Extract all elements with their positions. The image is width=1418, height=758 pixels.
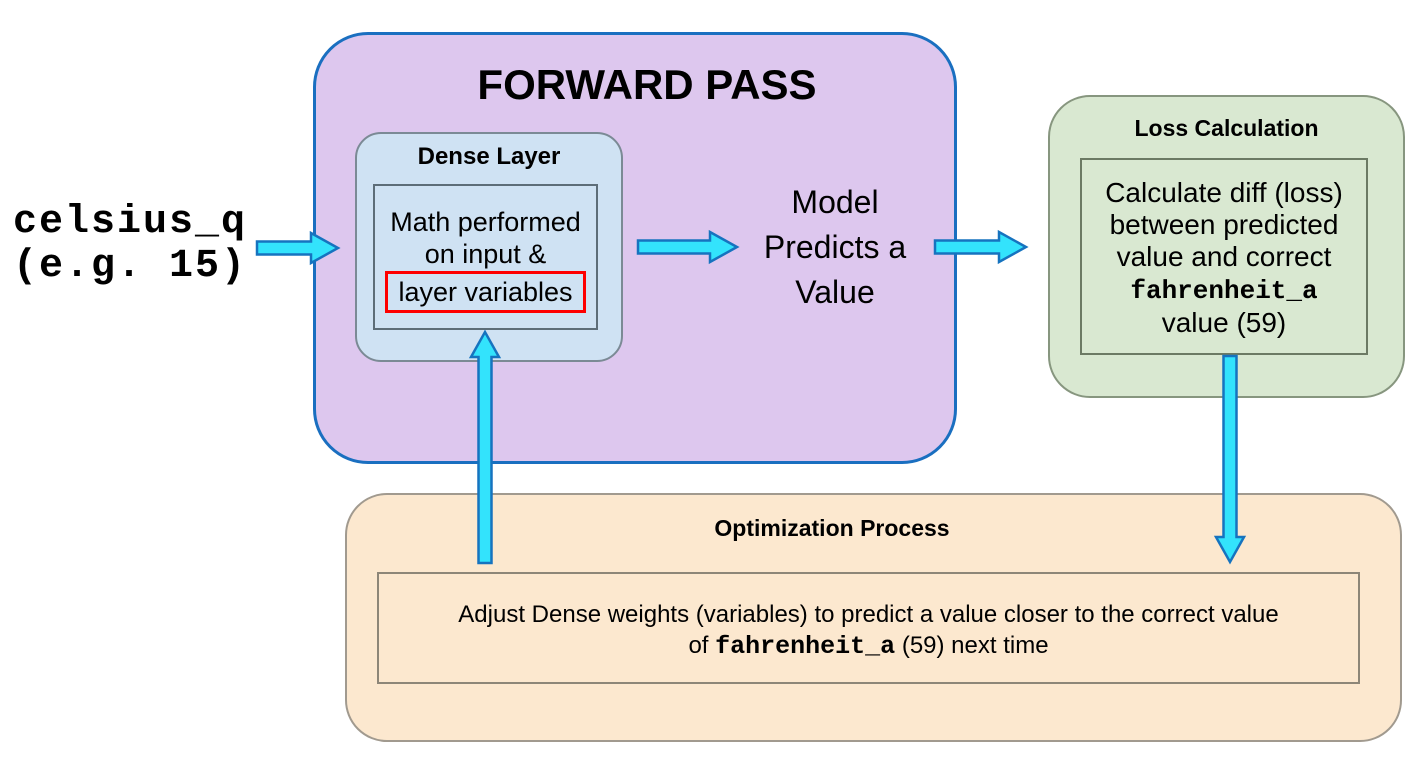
loss-line5: value (59)	[1161, 307, 1287, 338]
forward-pass-box: FORWARD PASS Dense Layer Math performed …	[313, 32, 957, 464]
dense-layer-line3: layer variables	[375, 270, 596, 313]
loss-calculation-description-box: Calculate diff (loss) between predicted …	[1080, 158, 1368, 355]
model-output-label: Model Predicts a Value	[735, 180, 935, 315]
dense-layer-title: Dense Layer	[417, 143, 561, 170]
fahrenheit-variable-code-2: fahrenheit_a	[715, 632, 896, 661]
optimization-line2-post: (59) next time	[895, 632, 1049, 659]
input-variable-example: (e.g. 15)	[12, 244, 248, 289]
optimization-description-box: Adjust Dense weights (variables) to pred…	[377, 572, 1360, 684]
dense-layer-description-box: Math performed on input & layer variable…	[373, 184, 598, 330]
model-output-line3: Value	[795, 274, 875, 310]
input-variable-name: celsius_q	[12, 200, 248, 245]
optimization-process-box: Optimization Process Adjust Dense weight…	[345, 493, 1402, 742]
dense-layer-line1: Math performed	[390, 207, 581, 237]
loss-line2: between predicted	[1109, 209, 1339, 240]
loss-line1: Calculate diff (loss)	[1105, 177, 1343, 208]
optimization-line2: of fahrenheit_a (59) next time	[379, 630, 1358, 662]
model-output-line2: Predicts a	[763, 229, 907, 265]
optimization-line1: Adjust Dense weights (variables) to pred…	[458, 601, 1279, 628]
layer-variables-highlight: layer variables	[385, 271, 586, 313]
dense-layer-line2: on input &	[424, 239, 547, 269]
fahrenheit-variable-code: fahrenheit_a	[1130, 276, 1318, 306]
optimization-line2-pre: of	[688, 632, 716, 659]
input-variable-label: celsius_q (e.g. 15)	[10, 201, 250, 289]
optimization-process-title: Optimization Process	[714, 515, 950, 541]
loss-calculation-box: Loss Calculation Calculate diff (loss) b…	[1048, 95, 1405, 398]
forward-pass-title: FORWARD PASS	[477, 61, 817, 108]
loss-line3: value and correct	[1116, 241, 1332, 272]
loss-line4: fahrenheit_a	[1082, 273, 1366, 307]
dense-layer-box: Dense Layer Math performed on input & la…	[355, 132, 623, 362]
model-output-line1: Model	[791, 184, 879, 220]
loss-calculation-title: Loss Calculation	[1134, 115, 1319, 141]
